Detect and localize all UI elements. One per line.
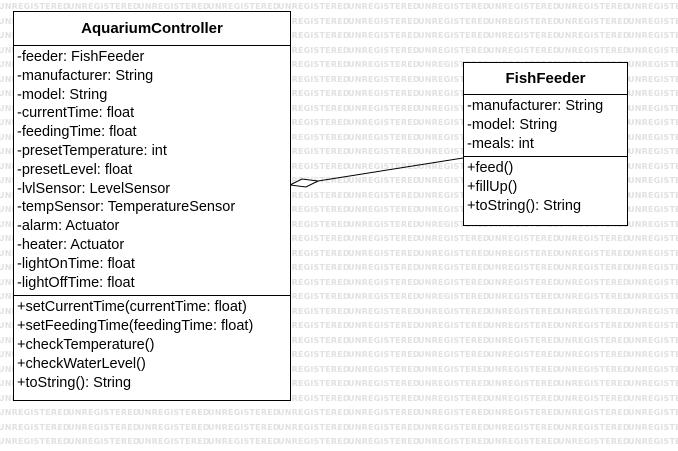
attribute-item: -heater: Actuator (17, 236, 125, 253)
attribute-item: -meals: int (467, 135, 534, 152)
attribute-item: -currentTime: float (17, 105, 135, 122)
attribute-item: -manufacturer: String (17, 67, 154, 84)
attribute-item: -feedingTime: float (17, 124, 137, 141)
aggregation-diamond (288, 178, 320, 188)
operation-item: +setFeedingTime(feedingTime: float) (17, 318, 254, 335)
operation-item: +checkWaterLevel() (17, 355, 146, 372)
class-aquarium-controller[interactable]: AquariumController -feeder: FishFeeder -m… (13, 11, 291, 401)
attribute-item: -tempSensor: TemperatureSensor (17, 199, 236, 216)
operation-item: +checkTemperature() (17, 336, 155, 353)
attribute-item: -alarm: Actuator (17, 218, 120, 235)
operations-compartment: +setCurrentTime(currentTime: float) +setF… (14, 296, 290, 395)
operation-item: +toString(): String (467, 197, 582, 214)
operation-item: +toString(): String (17, 374, 132, 391)
attribute-item: -manufacturer: String (467, 98, 604, 114)
attribute-item: -lightOnTime: float (17, 255, 135, 272)
attributes-compartment: -manufacturer: String -model: String -meal… (464, 95, 627, 158)
attribute-item: -model: String (467, 116, 558, 133)
operation-item: +fillUp() (467, 179, 518, 196)
attribute-item: -model: String (17, 86, 108, 103)
operation-item: +feed() (467, 160, 514, 177)
association-line (317, 157, 464, 182)
class-fish-feeder[interactable]: FishFeeder -manufacturer: String -model: … (463, 62, 628, 226)
attributes-compartment: -feeder: FishFeeder -manufacturer: String… (14, 46, 290, 297)
operations-compartment: +feed() +fillUp()+toString(): String (464, 157, 627, 218)
class-name: FishFeeder (464, 63, 627, 95)
class-name: AquariumController (14, 12, 290, 46)
attribute-item: -lightOffTime: float (17, 274, 135, 291)
attribute-item: -presetTemperature: int (17, 142, 167, 159)
attribute-item: -feeder: FishFeeder (17, 49, 145, 65)
operation-item: +setCurrentTime(currentTime: float) (17, 299, 247, 316)
attribute-item: -presetLevel: float (17, 161, 133, 178)
attribute-item: -lvlSensor: LevelSensor (17, 180, 171, 197)
